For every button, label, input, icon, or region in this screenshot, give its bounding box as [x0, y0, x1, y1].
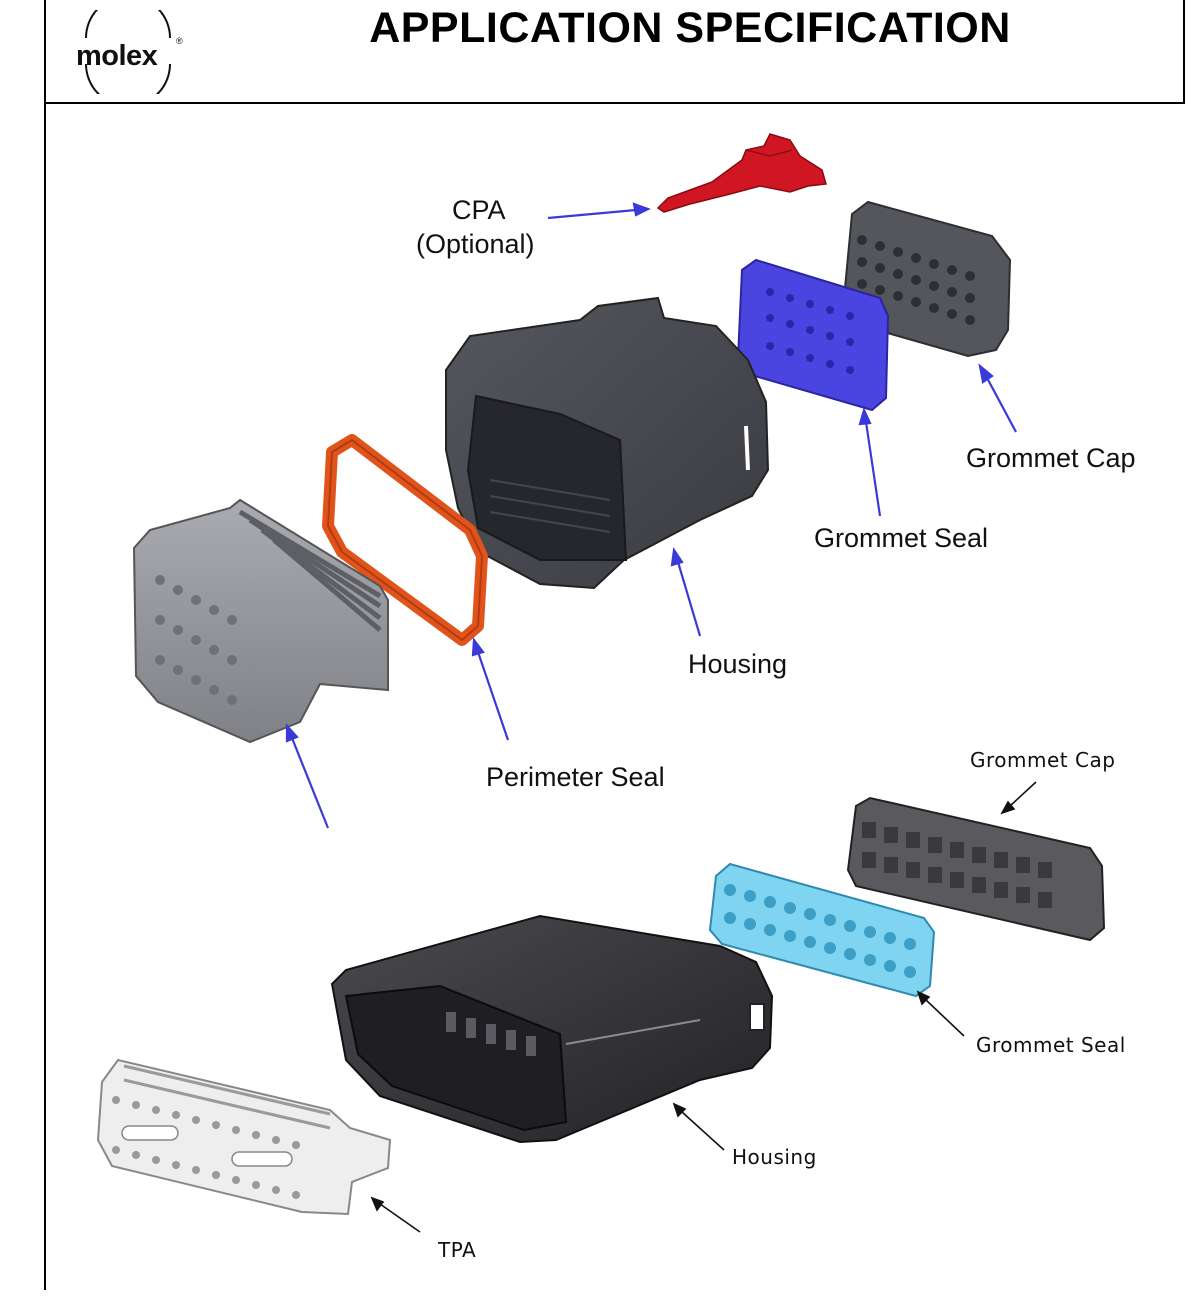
label-bottom-housing: Housing	[732, 1145, 817, 1169]
registered-mark: ®	[176, 36, 183, 46]
label-perimeter-seal: Perimeter Seal	[486, 762, 665, 792]
label-cpa: CPA	[452, 195, 506, 225]
label-grommet-cap: Grommet Cap	[966, 443, 1136, 473]
bottom-grommet-seal-part	[708, 862, 936, 998]
bottom-housing-part	[330, 914, 774, 1144]
label-housing: Housing	[688, 649, 788, 679]
grommet-seal-part	[736, 258, 890, 412]
housing-part	[445, 296, 770, 590]
label-bottom-grommet-seal: Grommet Seal	[976, 1033, 1126, 1057]
molex-logo: molex ®	[74, 10, 186, 94]
header-rule	[44, 102, 1185, 104]
bottom-grommet-cap-part	[846, 796, 1106, 942]
bottom-leader-arrows	[370, 781, 1037, 1233]
perimeter-seal-part	[322, 434, 488, 646]
logo-wordmark: molex	[76, 40, 158, 72]
bottom-tpa-part	[96, 1058, 392, 1216]
page-title: APPLICATION SPECIFICATION	[369, 4, 1011, 52]
label-bottom-grommet-cap: Grommet Cap	[970, 748, 1116, 772]
label-grommet-seal: Grommet Seal	[814, 523, 989, 553]
label-cpa-optional: (Optional)	[416, 229, 535, 259]
top-leader-arrows	[285, 202, 1017, 829]
front-block-part	[132, 498, 389, 744]
page-border-left	[44, 0, 46, 1290]
cpa-part	[656, 133, 827, 213]
label-bottom-tpa: TPA	[438, 1238, 477, 1262]
page-border-right	[1183, 0, 1185, 104]
